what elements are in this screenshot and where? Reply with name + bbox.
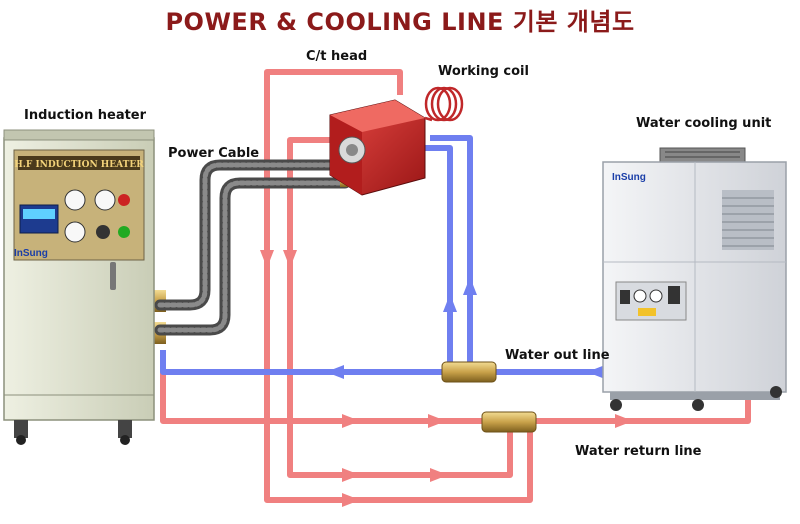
ct-head-supply-pipe xyxy=(264,69,533,503)
label-induction-heater: Induction heater xyxy=(24,108,147,123)
water-cooling-unit: InSung xyxy=(602,147,787,411)
label-water-return-line: Water return line xyxy=(575,444,702,459)
arrow-right-5 xyxy=(430,468,448,482)
arrow-up-coil-a xyxy=(443,294,457,312)
arrow-left-1 xyxy=(326,365,344,379)
ct-head-return-pipe xyxy=(287,137,513,478)
working-coil xyxy=(424,86,464,122)
label-power-cable: Power Cable xyxy=(168,146,260,161)
return-line-pipe xyxy=(160,350,485,424)
heater-nameplate: H.F INDUCTION HEATER xyxy=(14,160,144,170)
label-water-cooling-unit: Water cooling unit xyxy=(636,116,772,131)
arrow-right-4 xyxy=(342,468,360,482)
heater-brand: InSung xyxy=(14,248,48,259)
power-cables xyxy=(154,159,354,336)
water-return-manifold xyxy=(481,411,537,433)
page-title: POWER & COOLING LINE 기본 개념도 xyxy=(165,8,635,36)
water-out-manifold xyxy=(441,361,497,383)
brass-fittings xyxy=(152,290,537,433)
label-water-out-line: Water out line xyxy=(505,348,610,363)
ct-head-unit xyxy=(329,99,426,196)
induction-heater-cabinet: H.F INDUCTION HEATER InSung xyxy=(3,129,155,445)
label-working-coil: Working coil xyxy=(438,64,529,79)
chiller-brand: InSung xyxy=(612,172,646,183)
arrow-down-2 xyxy=(283,250,297,268)
water-out-line-pipe xyxy=(160,350,445,375)
arrow-left-2 xyxy=(587,365,605,379)
label-ct-head: C/t head xyxy=(306,49,368,64)
arrow-right-1 xyxy=(342,414,360,428)
arrow-up-coil-b xyxy=(463,277,477,295)
arrow-down-1 xyxy=(260,250,274,268)
arrow-right-3 xyxy=(615,414,633,428)
arrow-right-2 xyxy=(428,414,446,428)
arrow-right-6 xyxy=(342,493,360,507)
